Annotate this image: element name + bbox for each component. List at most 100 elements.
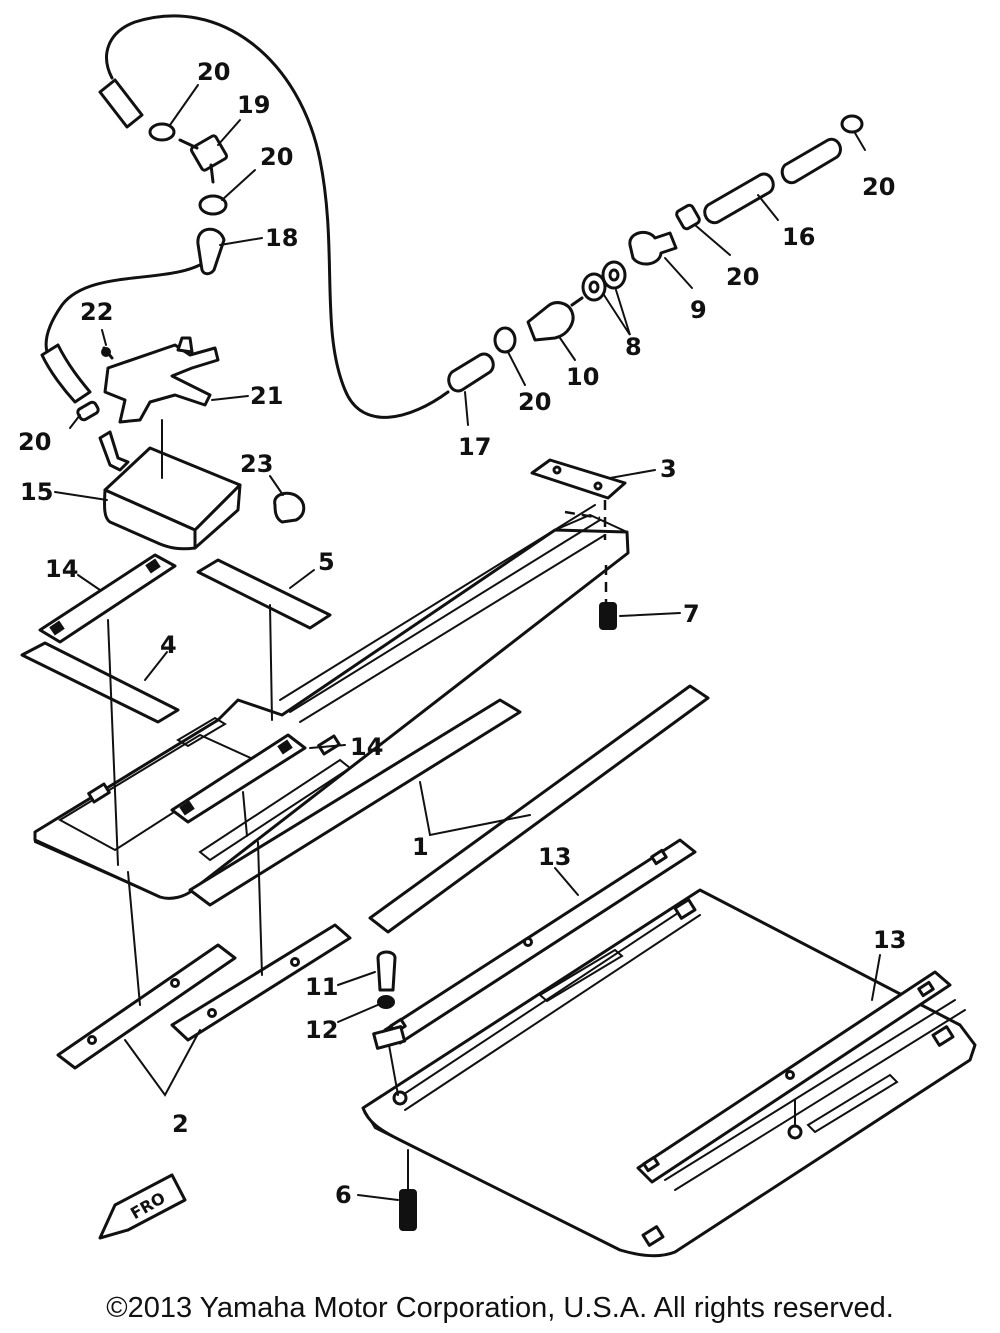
callout-19: 19 — [237, 91, 270, 119]
leader-6 — [357, 1194, 399, 1201]
pad-1a — [188, 698, 522, 907]
leader-23 — [269, 475, 284, 496]
strap-13a-hole — [523, 937, 533, 947]
strap-2b-hole-a — [207, 1008, 217, 1018]
callout-12: 12 — [305, 1016, 338, 1044]
leader-11 — [337, 971, 376, 986]
leader-22 — [101, 329, 107, 346]
callout-5: 5 — [318, 548, 335, 576]
front-direction-badge: FRO — [98, 1173, 187, 1240]
clamp-20-left — [76, 400, 100, 422]
callout-16: 16 — [782, 223, 815, 251]
leader-14b — [309, 744, 346, 749]
hose-segment-left — [40, 343, 92, 404]
strap-2a — [56, 943, 237, 1070]
leader-15 — [54, 491, 108, 501]
exploded-parts-diagram: FRO 20 19 20 18 22 21 20 15 23 14 5 4 3 … — [18, 14, 977, 1258]
strap-13b-hole — [785, 1070, 795, 1080]
callout-6: 6 — [335, 1181, 352, 1209]
callout-9: 9 — [690, 296, 707, 324]
callout-21: 21 — [250, 382, 283, 410]
tray-slot-a — [176, 716, 227, 748]
bracket-21-tab — [176, 336, 194, 354]
leader-9 — [664, 257, 693, 289]
callout-20: 20 — [518, 388, 551, 416]
leader-20d — [694, 224, 731, 256]
guide-line-b — [269, 604, 273, 721]
callout-20: 20 — [862, 173, 895, 201]
plate-3-hole-a — [552, 465, 562, 475]
leader-2 — [124, 1029, 201, 1097]
callout-20: 20 — [197, 58, 230, 86]
callout-14: 14 — [45, 555, 78, 583]
leader-13a — [554, 867, 579, 896]
strap-13b-end-a — [642, 1155, 660, 1173]
tray-hole-a — [87, 782, 111, 804]
clamp-20-right-mid — [675, 203, 701, 231]
guide-line-d — [257, 841, 263, 976]
strap-2b-hole-b — [290, 957, 300, 967]
leader-7 — [619, 612, 681, 617]
leader-18 — [219, 237, 263, 246]
valve-10-nipple — [570, 296, 584, 307]
copyright-notice: ©2013 Yamaha Motor Corporation, U.S.A. A… — [106, 1292, 894, 1324]
leader-20f — [69, 414, 81, 429]
clamp-20-right-top — [840, 114, 864, 134]
washer-8a-hole — [608, 268, 620, 282]
callout-8: 8 — [625, 333, 642, 361]
leader-16 — [757, 194, 779, 221]
leader-20b — [221, 169, 256, 201]
box-15-side — [193, 483, 242, 550]
callout-15: 15 — [20, 478, 53, 506]
strap-2a-hole-b — [170, 978, 180, 988]
leader-12 — [337, 1003, 381, 1023]
lower-tray-lip — [362, 1107, 621, 1251]
vent-hose-line — [105, 14, 450, 419]
strap-14b — [170, 733, 307, 824]
pad-5 — [196, 558, 332, 630]
lower-tray-slot-b — [806, 1073, 899, 1134]
clamp-20-valve — [493, 326, 517, 354]
bolt-6 — [399, 1189, 417, 1231]
leader-20a — [169, 84, 199, 126]
tray-front-lip — [34, 831, 161, 898]
strap-14b-end-a — [179, 800, 195, 816]
callout-2: 2 — [172, 1110, 189, 1138]
leader-10 — [559, 337, 576, 361]
hose-right-short — [780, 137, 842, 185]
strap-14a — [38, 553, 177, 644]
leader-5 — [289, 569, 315, 589]
tray-rear-lip — [554, 513, 628, 533]
leader-14a — [77, 574, 101, 591]
elbow-fitting-19-stem — [178, 138, 199, 150]
callout-4: 4 — [160, 631, 177, 659]
vent-hose-line-left — [44, 260, 207, 354]
grommet-23 — [273, 491, 306, 524]
callout-1: 1 — [412, 833, 429, 861]
hose-end-top-left — [98, 78, 144, 129]
box-15-front — [103, 488, 197, 551]
strap-13b-end-b — [917, 980, 935, 998]
callout-17: 17 — [458, 433, 491, 461]
clamp-20-mid — [198, 194, 228, 216]
strap-14a-end-b — [145, 558, 161, 574]
valve-10 — [526, 301, 575, 342]
lower-tray-corner-a — [673, 898, 697, 920]
bolt-7 — [599, 602, 617, 630]
callout-14: 14 — [350, 733, 383, 761]
callout-13: 13 — [873, 926, 906, 954]
box-15-nozzle — [98, 430, 130, 472]
callout-20: 20 — [18, 428, 51, 456]
leader-3 — [609, 469, 656, 479]
callout-11: 11 — [305, 973, 338, 1001]
leader-20e — [507, 351, 526, 386]
pad-4 — [20, 641, 180, 724]
guide-line-a — [107, 619, 119, 866]
tray-hole-b — [317, 734, 341, 756]
hose-18 — [196, 227, 226, 276]
bracket-21 — [103, 343, 220, 424]
strap-2a-hole-a — [87, 1035, 97, 1045]
plate-3-hole-b — [593, 481, 603, 491]
elbow-fitting-19-stem-b — [209, 163, 215, 184]
lower-tray-corner-b — [931, 1025, 955, 1047]
